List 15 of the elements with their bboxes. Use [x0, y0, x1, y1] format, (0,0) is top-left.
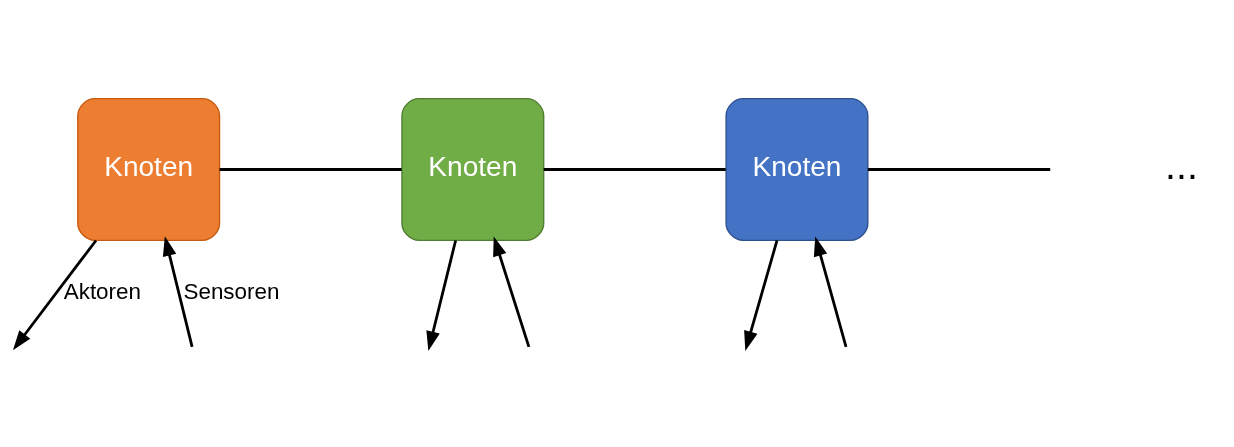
node-box: Knoten [77, 97, 221, 242]
edge-label: Sensoren [183, 278, 280, 304]
label: ... [1165, 143, 1198, 188]
arrow [426, 240, 457, 351]
connector [219, 168, 402, 171]
arrow [12, 239, 98, 351]
node-box: Knoten [401, 97, 545, 242]
arrow [744, 240, 779, 351]
arrow [162, 236, 194, 348]
arrow [813, 236, 848, 348]
arrow [493, 236, 531, 348]
connector [543, 168, 726, 171]
node-box: Knoten [725, 97, 869, 242]
edge-label: Aktoren [63, 278, 142, 304]
connector [867, 168, 1051, 171]
